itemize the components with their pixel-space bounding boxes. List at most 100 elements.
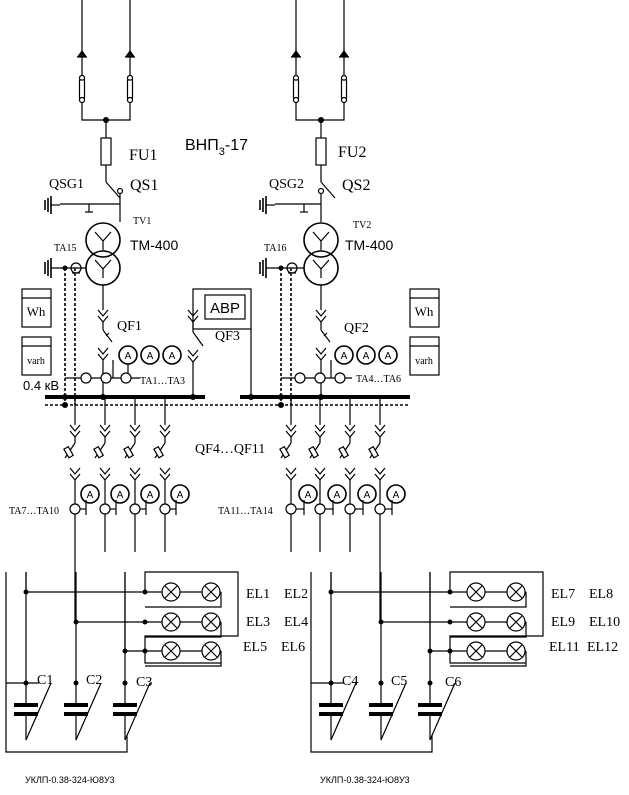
lamp-label: EL7 [551,587,575,602]
disconnect-chevron [69,424,81,438]
junction-dot [447,589,453,595]
feeder-3: A [123,424,160,552]
cap-label: C6 [445,675,461,690]
substation-title: ВНП3-17 [185,137,248,158]
ammeter-label: A [117,490,124,501]
ammeter [357,484,377,504]
current-transformer [285,503,297,515]
current-transformer [99,503,111,515]
svg-text:A: A [363,351,370,362]
label-unit-right: УКЛП-0.38-324-Ю8У3 [320,775,410,785]
left-input: A A A Wh varh [21,0,240,406]
meter-reactive-left: varh [27,356,45,367]
lamp-label: EL10 [589,615,620,630]
junction-dot [142,648,148,654]
feeder-1: A [63,424,100,552]
label-qsg1: QSG1 [49,177,84,192]
breaker-trip [308,445,320,459]
svg-text:A: A [147,351,154,362]
wire [144,571,239,664]
breaker-trip [368,445,380,459]
label-qf2: QF2 [344,321,369,336]
svg-text:A: A [169,351,176,362]
junction-dot [73,619,79,625]
label-qsg2: QSG2 [269,177,304,192]
grounding-switch-qsg2 [259,196,275,214]
ammeter [298,484,318,504]
label-ta16: TA16 [264,243,287,254]
wire [145,592,222,608]
label-qs2: QS2 [342,177,370,194]
label-unit-left: УКЛП-0.38-324-Ю8У3 [25,775,115,785]
ammeter-label: A [334,490,341,501]
lamp-cross [204,644,218,658]
svg-text:A: A [385,351,392,362]
ammeter-label: A [393,490,400,501]
junction-dot [142,589,148,595]
feeder-7: A [338,424,377,552]
disconnect-chevron [374,467,386,481]
discharge-wire [429,682,456,741]
lamp-cross [164,585,178,599]
ammeter-label: A [87,490,94,501]
wire [450,651,527,667]
junction-dot [328,680,334,686]
disconnect-chevron [344,467,356,481]
wire [310,683,433,753]
label-qs1: QS1 [130,177,158,194]
ammeter [140,484,160,504]
cap-label: C2 [86,673,102,688]
current-transformer [69,503,81,515]
breaker-trip [338,445,350,459]
breaker-trip [153,445,165,459]
cap-label: C4 [342,674,358,689]
label-ta11-ta14: TA11…TA14 [218,506,273,517]
junction-dot [378,619,384,625]
lamp-label: EL8 [589,587,613,602]
avr-unit: АВР [187,288,252,397]
wire [450,622,527,638]
wire [310,572,344,684]
lamp-label: EL1 [246,587,270,602]
fuse-fu2 [315,137,327,166]
disconnect-chevron [159,424,171,438]
lamp-cross [469,644,483,658]
current-transformer [159,503,171,515]
label-ta15: TA15 [54,243,77,254]
disconnect-chevron [314,424,326,438]
feeder-6: A [308,424,347,552]
svg-text:A: A [341,351,348,362]
ammeter [386,484,406,504]
cap-label: C3 [136,675,152,690]
lamp-cross [509,585,523,599]
lamp-label: EL3 [246,615,270,630]
label-qf3: QF3 [215,329,240,344]
wire [450,592,527,608]
label-ta1-ta3: TA1…TA3 [140,376,185,387]
junction-dot [142,619,148,625]
lamp-label: EL6 [281,640,305,655]
lamp-cross [469,585,483,599]
ammeter [170,484,190,504]
disconnect-chevron [314,467,326,481]
lamp-label: EL12 [587,640,618,655]
wire [5,572,39,684]
disconnect-chevron [285,424,297,438]
lamp-cross [204,585,218,599]
current-transformer [344,503,356,515]
disconnect-chevron [99,467,111,481]
lamp-label: EL5 [243,640,267,655]
lamp-label: EL4 [284,615,308,630]
disconnect-chevron [99,424,111,438]
label-tm400-right: ТМ-400 [345,237,393,253]
capacitor-unit-1 [5,571,239,753]
cap-label: C5 [391,674,407,689]
label-fu2: FU2 [338,144,366,161]
lamp-cross [509,644,523,658]
disconnect-chevron [129,424,141,438]
current-transformer [129,503,141,515]
ammeter [327,484,347,504]
lamp-label: EL9 [551,615,575,630]
disconnect-chevron [344,424,356,438]
